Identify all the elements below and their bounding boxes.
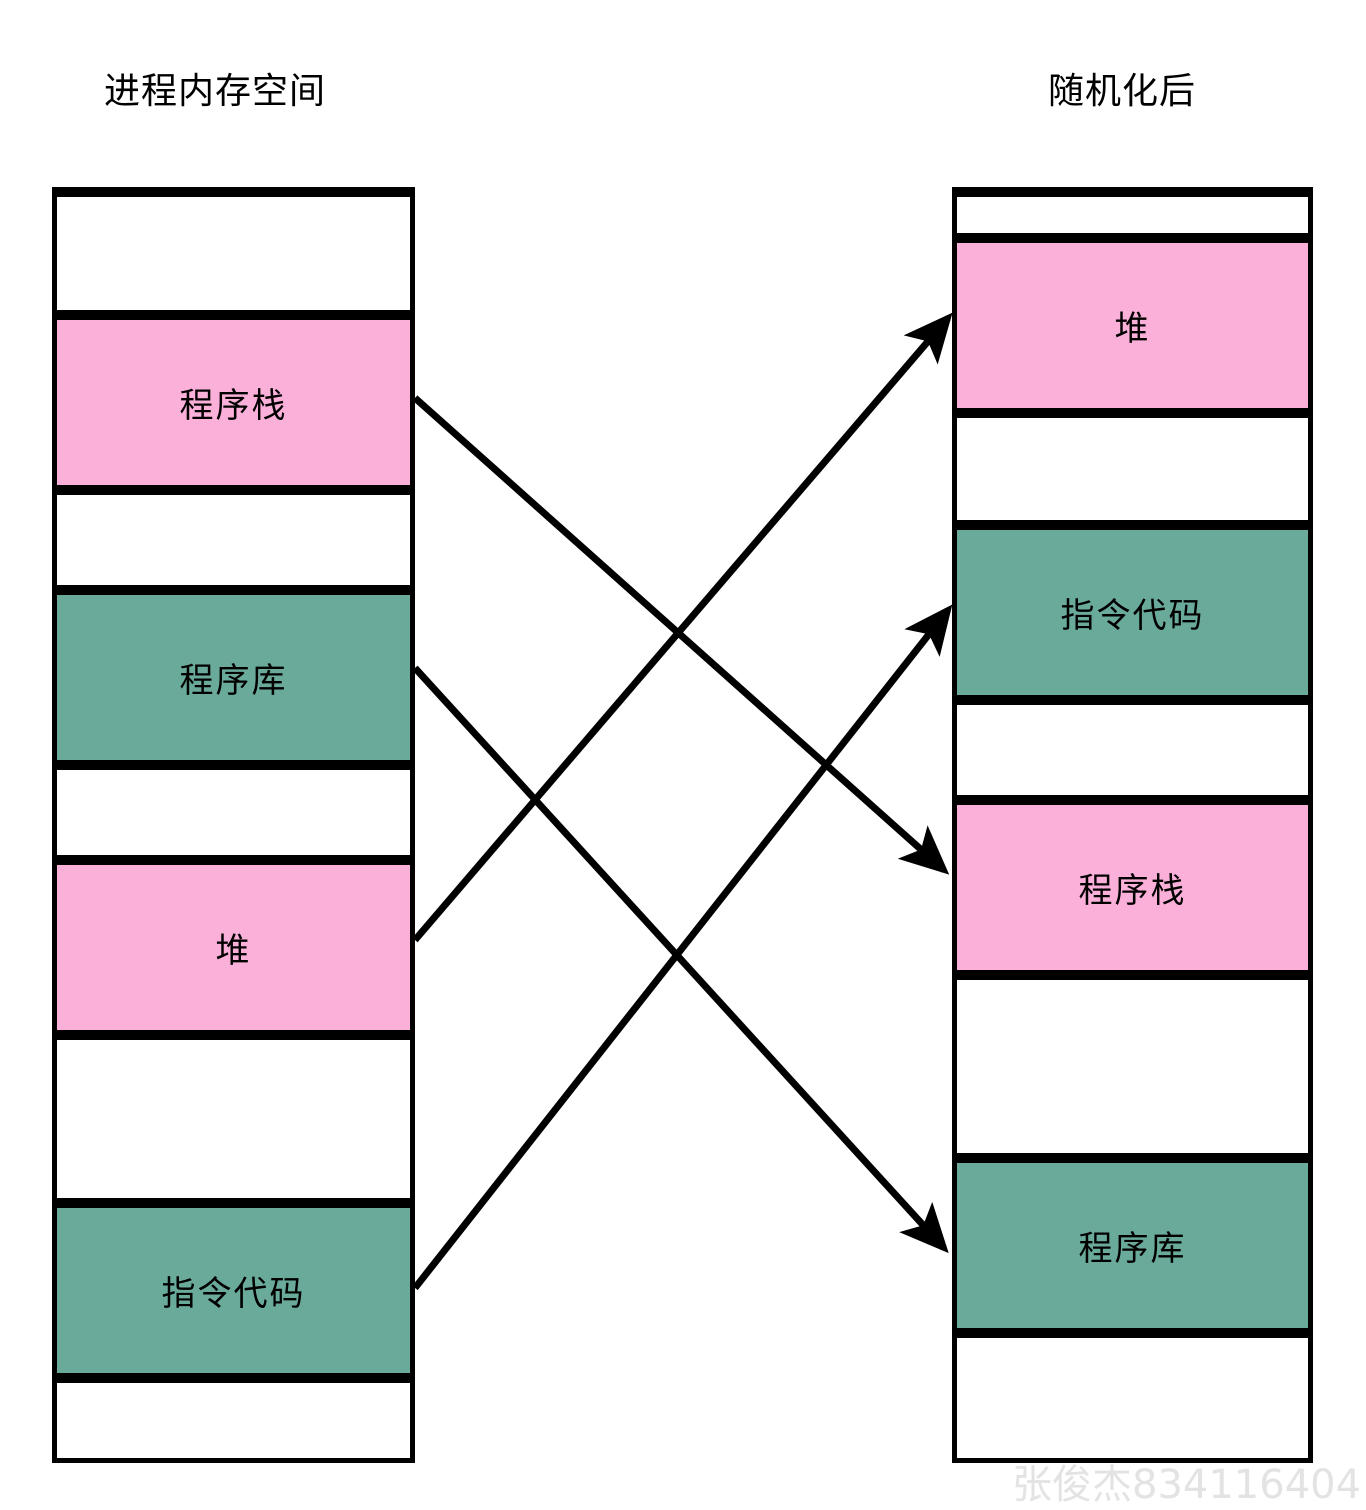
right-segment-empty [952, 1333, 1313, 1463]
left-segment-empty [52, 490, 415, 590]
right-segment-heap: 堆 [952, 238, 1313, 413]
left-segment-stack: 程序栈 [52, 315, 415, 490]
left-segment-empty [52, 1378, 415, 1463]
right-segment-label: 指令代码 [1060, 596, 1205, 636]
process-memory-column: 程序栈程序库堆指令代码 [52, 187, 415, 1463]
right-column-title: 随机化后 [1048, 71, 1197, 112]
left-segment-empty [52, 765, 415, 860]
randomized-memory-column: 堆指令代码程序栈程序库 [952, 187, 1313, 1463]
watermark-text: 张俊杰834116404 [1012, 1462, 1362, 1508]
left-segment-library: 程序库 [52, 590, 415, 765]
mapping-arrow-2 [412, 312, 953, 943]
right-segment-stack: 程序栈 [952, 800, 1313, 975]
right-segment-code: 指令代码 [952, 525, 1313, 700]
left-segment-code: 指令代码 [52, 1203, 415, 1378]
right-segment-label: 堆 [1114, 309, 1151, 349]
left-column-title: 进程内存空间 [104, 71, 327, 112]
right-segment-empty [952, 975, 1313, 1158]
left-segment-label: 堆 [215, 931, 252, 971]
left-segment-label: 程序栈 [179, 386, 288, 426]
mapping-arrow-1 [412, 665, 949, 1254]
right-segment-library: 程序库 [952, 1158, 1313, 1333]
right-segment-label: 程序库 [1078, 1229, 1187, 1269]
left-segment-label: 指令代码 [161, 1274, 306, 1314]
right-segment-empty [952, 413, 1313, 525]
right-segment-empty [952, 192, 1313, 238]
left-segment-empty [52, 1035, 415, 1203]
left-segment-label: 程序库 [179, 661, 288, 701]
left-segment-heap: 堆 [52, 860, 415, 1035]
right-segment-empty [952, 700, 1313, 800]
mapping-arrow-3 [412, 604, 953, 1291]
mapping-arrow-0 [412, 395, 950, 875]
left-segment-empty [52, 192, 415, 315]
right-segment-label: 程序栈 [1078, 871, 1187, 911]
